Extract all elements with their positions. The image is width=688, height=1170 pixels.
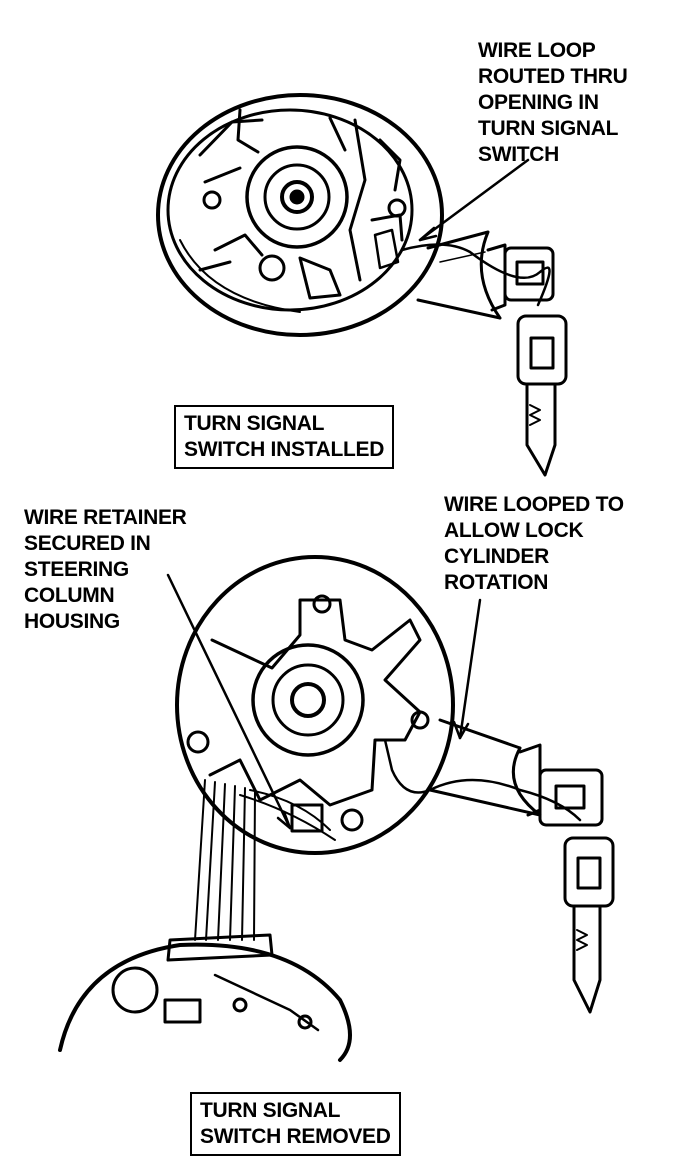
- retainer-leader-line: [166, 573, 292, 830]
- wire-looped-callout: WIRE LOOPED TO ALLOW LOCK CYLINDER ROTAT…: [444, 493, 624, 594]
- removed-caption: TURN SIGNAL SWITCH REMOVED: [190, 1092, 401, 1156]
- installed-leader-line: [418, 158, 530, 242]
- installed-switch-assembly: [156, 93, 568, 477]
- wire-loop-callout: WIRE LOOP ROUTED THRU OPENING IN TURN SI…: [478, 39, 628, 166]
- loop-leader-line: [458, 598, 482, 740]
- removed-switch-assembly: [58, 555, 615, 1062]
- installed-caption: TURN SIGNAL SWITCH INSTALLED: [174, 405, 395, 469]
- wire-retainer-callout: WIRE RETAINER SECURED IN STEERING COLUMN…: [24, 506, 187, 633]
